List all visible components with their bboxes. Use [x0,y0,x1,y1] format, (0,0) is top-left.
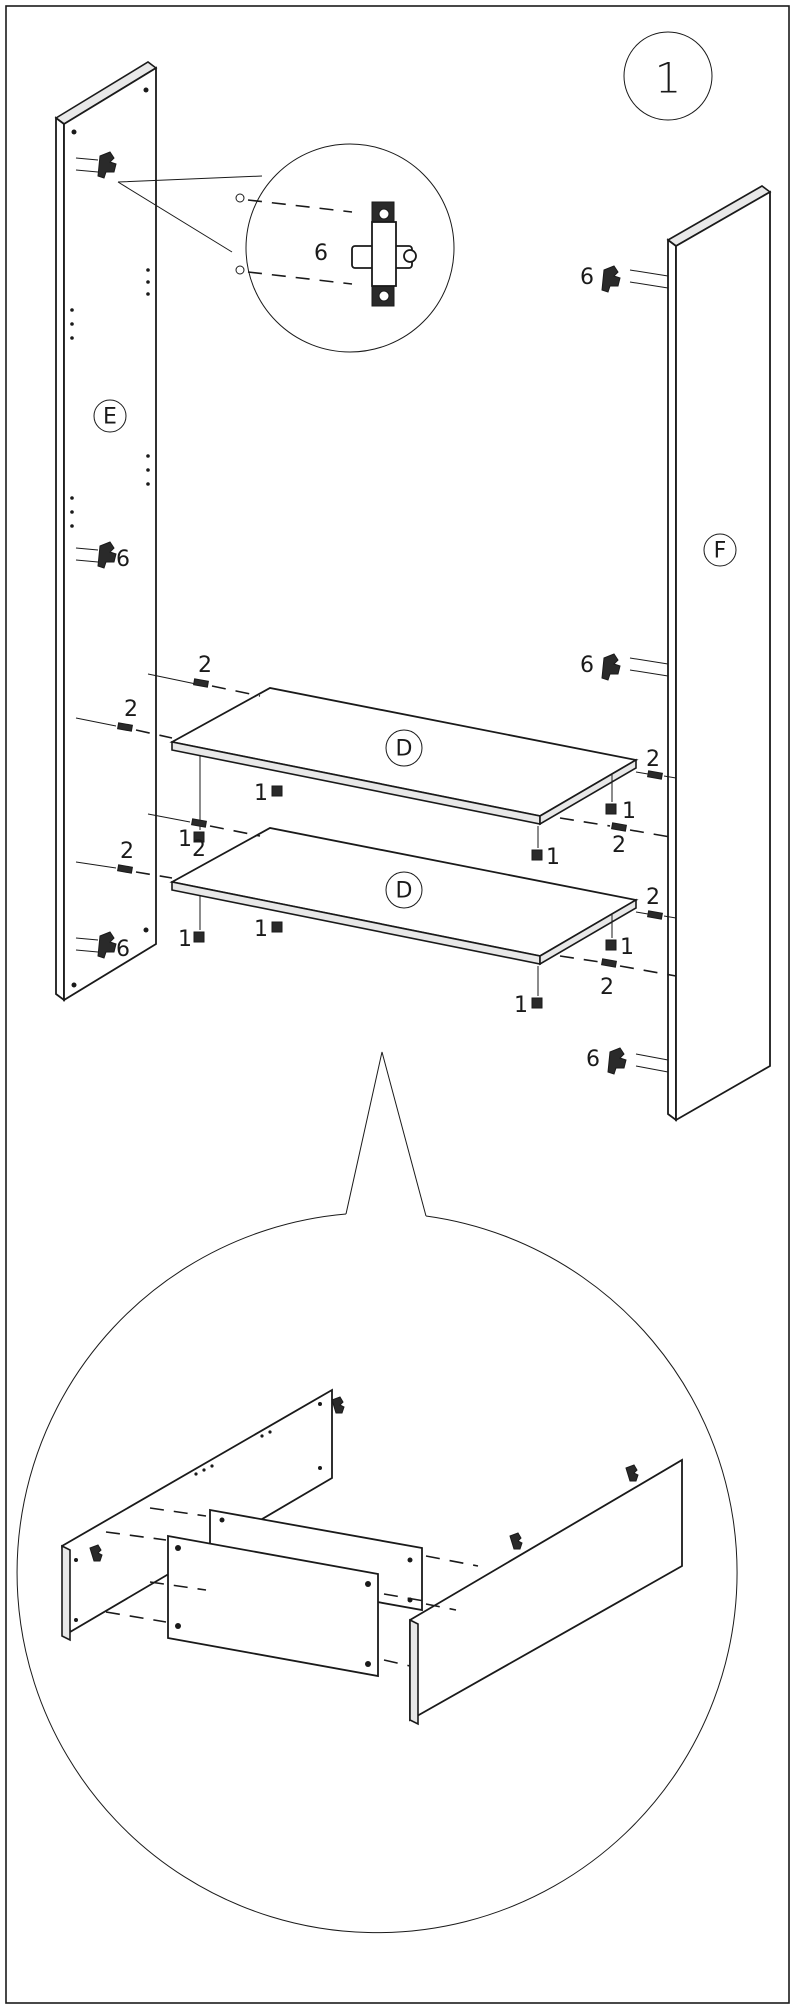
qty-label: 2 [124,697,138,722]
shelf-pin-icon: 1 [254,917,283,942]
cam-lock-icon [351,201,417,307]
qty-label: 6 [116,937,130,962]
qty-label: 1 [546,845,560,870]
shelf-lower: D [169,827,639,966]
dowel-icon: 2 [147,653,261,697]
panel-label-f: F [714,539,727,564]
dowel-icon: 2 [635,747,677,780]
detail-callout: 6 [117,143,455,353]
dowel-icon: 2 [635,885,677,920]
qty-label: 1 [620,935,634,960]
shelf-pin-icon: 1 [605,914,634,960]
qty-label: 6 [580,653,594,678]
cam-lock-icon: 6 [580,265,669,293]
qty-label: 6 [116,547,130,572]
shelf-pin-icon: 1 [178,896,205,952]
qty-label: 2 [612,833,626,858]
qty-label: 1 [178,827,192,852]
cam-lock-icon: 6 [580,653,669,681]
page-frame [5,5,790,2004]
shelf-pin-icon: 1 [254,781,283,806]
dowel-icon: 2 [559,817,677,858]
shelf-pin-icon: 1 [178,756,205,852]
qty-label: 2 [646,747,660,772]
qty-label: 2 [120,839,134,864]
shelf-pin-icon: 1 [605,774,636,824]
panel-label-d: D [396,879,413,904]
qty-label: 6 [580,265,594,290]
dowel-icon: 2 [559,955,677,1000]
qty-label: 1 [178,927,192,952]
shelf-pin-icon: 1 [531,826,560,870]
qty-label: 2 [198,653,212,678]
cam-lock-icon [75,151,117,179]
shelf-upper: D [169,687,639,826]
hole-row [70,268,150,528]
shelf-pin-icon: 1 [514,966,543,1018]
dowel-icon: 2 [147,813,261,862]
qty-label: 6 [586,1047,600,1072]
panel-label-e: E [103,405,117,430]
qty-label: 2 [192,837,206,862]
side-panel-f: F [666,185,772,1122]
step-badge: 1 [623,31,713,121]
qty-label: 1 [622,799,636,824]
qty-label: 2 [600,975,614,1000]
cam-lock-icon: 6 [586,1047,669,1075]
cam-lock-icon: 6 [75,541,130,572]
dowel-icon: 2 [75,697,173,739]
qty-label: 1 [254,917,268,942]
step-number: 1 [655,54,682,103]
side-panel-e: E [54,61,158,1002]
dowel-icon: 2 [75,839,173,879]
drawer-detail-callout [16,1051,738,1934]
cam-lock-icon: 6 [75,931,130,962]
qty-label: 2 [646,885,660,910]
panel-label-d: D [396,737,413,762]
qty-label: 6 [314,241,328,266]
qty-label: 1 [254,781,268,806]
qty-label: 1 [514,993,528,1018]
